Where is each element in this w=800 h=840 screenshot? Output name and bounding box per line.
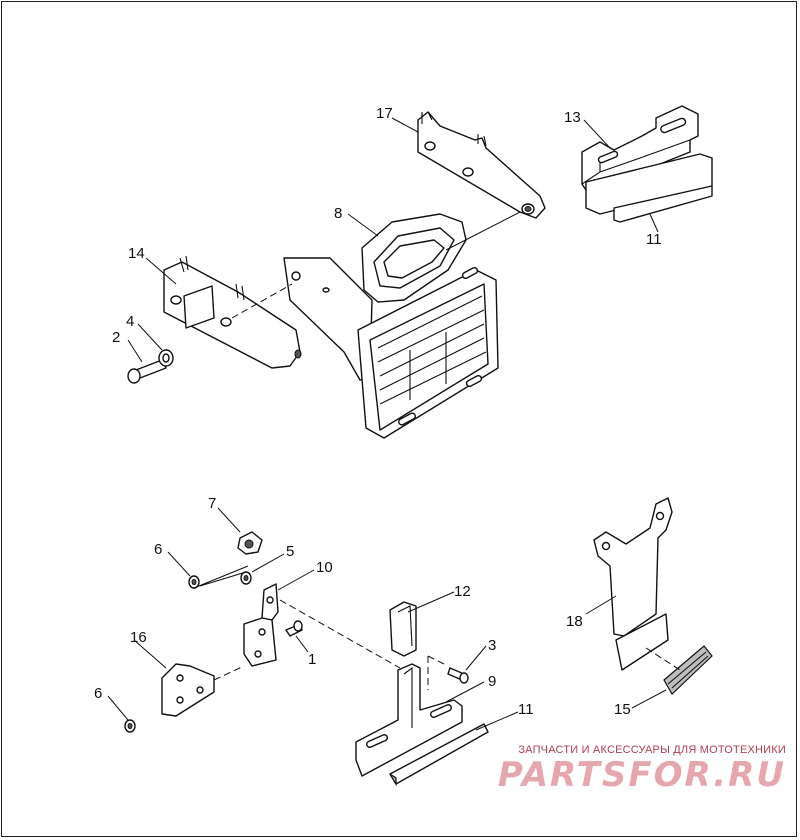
part-6-washer-lower xyxy=(124,719,136,733)
watermark-subtitle: ЗАПЧАСТИ И АКСЕССУАРЫ ДЛЯ МОТОТЕХНИКИ xyxy=(518,744,786,756)
part-5-washer xyxy=(240,571,252,585)
leader-lines xyxy=(107,117,667,731)
part-18-bracket xyxy=(593,497,673,671)
part-14-side-plate xyxy=(163,255,302,369)
callout-18: 18 xyxy=(566,613,583,630)
connector-15-8 xyxy=(445,211,521,251)
part-12-clip xyxy=(389,601,417,657)
callout-11-lower: 11 xyxy=(518,701,534,718)
part-17-reflector xyxy=(663,645,713,695)
part-1-screw xyxy=(285,620,303,637)
part-15-mounting-plate xyxy=(417,111,546,219)
callout-6-lower: 6 xyxy=(94,685,102,702)
callout-3: 3 xyxy=(488,637,496,654)
part-9-lower-plate xyxy=(355,663,463,777)
callout-5: 5 xyxy=(286,543,294,560)
callout-16: 16 xyxy=(130,629,147,646)
watermark: ЗАПЧАСТИ И АКСЕССУАРЫ ДЛЯ МОТОТЕХНИКИ PA… xyxy=(498,744,786,794)
callout-4: 4 xyxy=(126,313,134,330)
part-11-strip-lower xyxy=(389,723,489,787)
callout-17: 15 xyxy=(614,701,631,718)
part-2-bolt xyxy=(127,359,167,384)
part-10-bracket xyxy=(243,583,279,667)
part-11-strip-top xyxy=(585,153,713,223)
callout-10: 10 xyxy=(316,559,333,576)
callout-6-upper: 6 xyxy=(154,541,162,558)
callout-15: 17 xyxy=(376,105,393,122)
callout-2: 2 xyxy=(112,329,120,346)
callout-1: 1 xyxy=(308,651,316,668)
connector-14-8 xyxy=(231,283,293,319)
connector-6-7 xyxy=(193,565,249,589)
callout-7: 7 xyxy=(208,495,216,512)
callout-9: 9 xyxy=(488,673,496,690)
callout-labels: 17 13 11 8 14 2 4 7 6 5 10 1 16 6 12 3 9… xyxy=(94,105,662,718)
connector-18-17 xyxy=(645,647,681,671)
callout-14: 14 xyxy=(128,245,145,262)
callout-12: 12 xyxy=(454,583,471,600)
callout-13: 13 xyxy=(564,109,581,126)
part-4-washer xyxy=(158,349,174,367)
callout-8: 8 xyxy=(334,205,342,222)
part-8-license-bracket xyxy=(283,213,499,439)
watermark-logo: PARTSFOR.RU xyxy=(497,755,786,795)
part-16-bracket xyxy=(161,663,215,717)
callout-11-top: 11 xyxy=(646,231,662,248)
part-3-screw xyxy=(447,667,469,684)
connector-3 xyxy=(427,655,445,690)
connector-10-9 xyxy=(279,599,401,669)
connector-16-10 xyxy=(213,665,245,681)
part-7-nut xyxy=(237,531,263,555)
